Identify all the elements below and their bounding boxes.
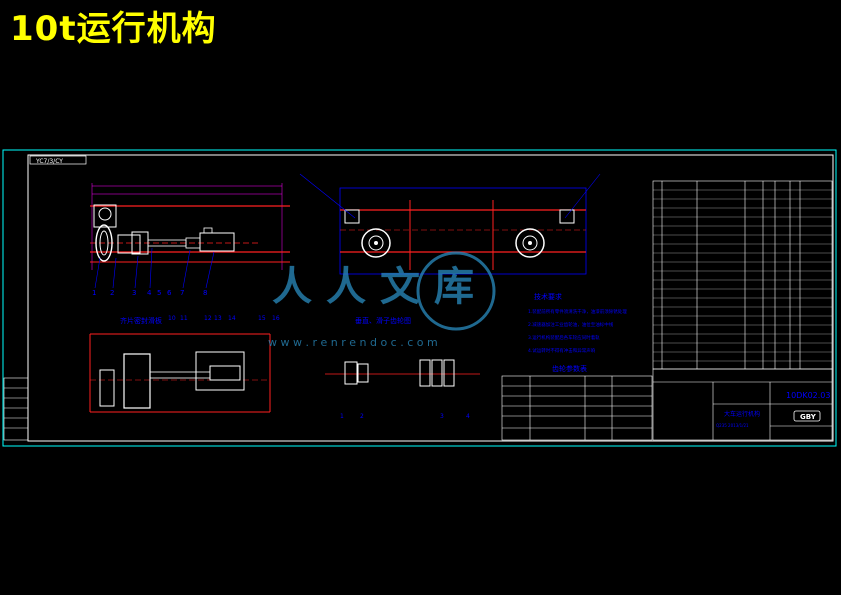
coupling-view <box>325 359 480 387</box>
parts-list-rows <box>653 189 832 362</box>
view-label-table: 齿轮参数表 <box>552 364 587 373</box>
title-block <box>652 368 833 441</box>
callout-2: 2 <box>110 289 114 297</box>
svg-text:4: 4 <box>466 413 470 420</box>
material-line: Q235 2013/1/21 <box>716 423 749 428</box>
corner-tag: YC7/3/CY <box>35 158 63 165</box>
callout-1: 1 <box>92 289 96 297</box>
svg-text:2: 2 <box>360 413 364 420</box>
note-3: 3.运行机构装配后各车轮应同时着轨 <box>528 334 600 341</box>
svg-text:12: 12 <box>204 315 212 322</box>
callout-8: 8 <box>203 289 207 297</box>
notes-title: 技术要求 <box>534 292 562 301</box>
renrendoc-watermark-icon: 人人文库 w w w . r e n r e n d o c . c o m <box>268 251 496 349</box>
tech-notes: 技术要求 1.装配前所有零件须清洗干净，油漆前须除锈处理 2.减速器加注工业齿轮… <box>528 292 627 354</box>
callouts-mid: 1 2 3 4 <box>340 413 470 420</box>
drive-view-bottom <box>89 333 271 413</box>
note-4: 4.试运转时不得有冲击和异常声响 <box>528 347 596 354</box>
watermark-url: w w w . r e n r e n d o c . c o m <box>268 336 438 349</box>
svg-text:15: 15 <box>258 315 266 322</box>
callout-7: 7 <box>180 289 184 297</box>
note-2: 2.减速器加注工业齿轮油，油位至油标中线 <box>528 321 614 328</box>
gear-table <box>501 375 653 441</box>
view-label-left: 齐片密封滑板 <box>120 316 162 325</box>
page-title: 10t运行机构 <box>10 9 217 49</box>
left-strip <box>3 377 29 441</box>
watermark-text: 人人文库 <box>272 264 488 310</box>
svg-text:1: 1 <box>340 413 344 420</box>
outer-frame <box>2 149 837 447</box>
svg-text:10: 10 <box>168 315 176 322</box>
svg-text:14: 14 <box>228 315 236 322</box>
callout-4: 4 <box>147 289 152 297</box>
wheel-view <box>299 173 601 275</box>
parts-list <box>652 180 833 370</box>
gby-logo-icon: GBY <box>793 410 821 422</box>
inner-frame <box>27 154 834 442</box>
svg-text:16: 16 <box>272 315 280 322</box>
view-label-mid: 垂直、滑子齿轮图 <box>355 316 411 325</box>
callout-3: 3 <box>132 289 136 297</box>
gby-logo-text: GBY <box>800 413 817 421</box>
note-1: 1.装配前所有零件须清洗干净，油漆前须除锈处理 <box>528 308 627 315</box>
callouts-box: 10 11 12 13 14 15 16 <box>168 315 280 322</box>
svg-text:11: 11 <box>180 315 188 322</box>
drive-view-top <box>90 183 290 270</box>
svg-text:13: 13 <box>214 315 222 322</box>
drawing-number: 10DK02.03 <box>786 391 831 400</box>
callouts-left: 1 2 3 4 5 6 7 8 <box>92 289 207 297</box>
callout-5: 5 <box>157 289 161 297</box>
drawing-name: 大车运行机构 <box>724 410 760 418</box>
svg-text:3: 3 <box>440 413 444 420</box>
callout-6: 6 <box>167 289 172 297</box>
corner-tag-box <box>29 155 87 165</box>
